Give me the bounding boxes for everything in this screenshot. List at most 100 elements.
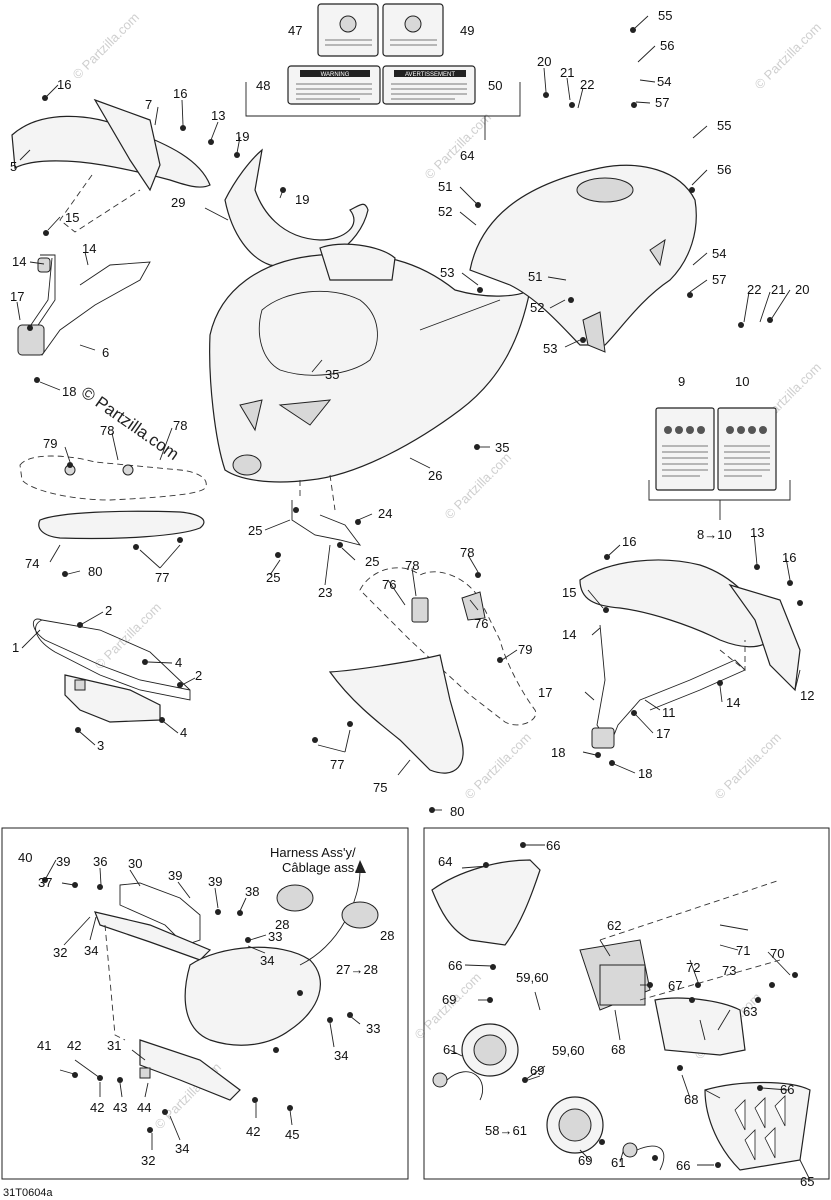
svg-text:14: 14 [12,254,26,269]
svg-text:49: 49 [460,23,474,38]
svg-text:© Partzilla.com: © Partzilla.com [92,600,165,673]
svg-text:69: 69 [530,1063,544,1078]
taillight-panel-box [423,827,830,1180]
svg-text:12: 12 [800,688,814,703]
svg-text:36: 36 [93,854,107,869]
svg-text:71: 71 [736,943,750,958]
svg-text:40: 40 [18,850,32,865]
svg-text:30: 30 [128,856,142,871]
svg-text:52: 52 [530,300,544,315]
svg-text:18: 18 [638,766,652,781]
fasteners [27,27,803,1168]
svg-text:70: 70 [770,946,784,961]
bracket-23 [291,474,362,546]
svg-text:22: 22 [747,282,761,297]
svg-text:78: 78 [173,418,187,433]
svg-text:37: 37 [38,875,52,890]
bracket-6 [17,254,151,356]
svg-text:© Partzilla.com: © Partzilla.com [712,730,785,803]
svg-text:15: 15 [65,210,79,225]
svg-text:11: 11 [662,705,676,720]
svg-text:10: 10 [735,374,749,389]
svg-text:13: 13 [211,108,225,123]
svg-text:4: 4 [180,725,187,740]
svg-text:14: 14 [82,241,96,256]
svg-text:18: 18 [62,384,76,399]
svg-text:14: 14 [726,695,740,710]
svg-text:79: 79 [43,436,57,451]
svg-text:53: 53 [543,341,557,356]
svg-text:19: 19 [235,129,249,144]
svg-text:55: 55 [658,8,672,23]
svg-text:50: 50 [488,78,502,93]
svg-text:22: 22 [580,77,594,92]
watermark-main: © Partzilla.com [78,383,183,464]
svg-text:77: 77 [330,757,344,772]
svg-text:6: 6 [102,345,109,360]
svg-text:© Partzilla.com: © Partzilla.com [70,10,143,83]
svg-text:AVERTISSEMENT: AVERTISSEMENT [405,72,455,78]
svg-text:© Partzilla.com: © Partzilla.com [752,20,825,93]
tank-cover [469,164,697,353]
svg-text:4: 4 [175,655,182,670]
front-fender-left [11,98,211,233]
bulbs [432,1071,665,1171]
decals-9-10 [648,407,791,520]
hood [209,148,531,483]
svg-text:77: 77 [155,570,169,585]
svg-text:42: 42 [67,1038,81,1053]
svg-text:41: 41 [37,1038,51,1053]
svg-text:78: 78 [460,545,474,560]
svg-text:1: 1 [12,640,19,655]
svg-text:26: 26 [428,468,442,483]
svg-text:55: 55 [717,118,731,133]
diagram-code: 31T0604a [3,1187,53,1199]
svg-text:28: 28 [275,917,289,932]
svg-text:68: 68 [684,1092,698,1107]
headlight-assembly [94,860,379,1101]
svg-text:5: 5 [10,159,17,174]
svg-text:48: 48 [256,78,270,93]
svg-text:56: 56 [717,162,731,177]
svg-text:20: 20 [795,282,809,297]
svg-text:54: 54 [657,74,671,89]
svg-text:33: 33 [268,929,282,944]
svg-text:17: 17 [538,685,552,700]
skid-plate-74 [19,455,207,540]
svg-text:54: 54 [712,246,726,261]
svg-text:34: 34 [260,953,274,968]
svg-text:61: 61 [611,1155,625,1170]
svg-text:16: 16 [782,550,796,565]
svg-text:44: 44 [137,1100,151,1115]
svg-text:24: 24 [378,506,392,521]
svg-text:32: 32 [141,1153,155,1168]
svg-text:76: 76 [474,616,488,631]
decals-group: WARNING AVERTISSEMENT [245,3,521,140]
headlight-panel-box [1,827,409,1180]
svg-text:65: 65 [800,1174,814,1189]
svg-text:© Partzilla.com: © Partzilla.com [442,450,515,523]
svg-text:38: 38 [245,884,259,899]
svg-text:29: 29 [171,195,185,210]
svg-text:25: 25 [266,570,280,585]
svg-text:52: 52 [438,204,452,219]
svg-text:78: 78 [100,423,114,438]
svg-text:17: 17 [10,289,24,304]
svg-text:57: 57 [655,95,669,110]
svg-text:33: 33 [366,1021,380,1036]
svg-text:17: 17 [656,726,670,741]
svg-text:53: 53 [440,265,454,280]
svg-text:Câblage ass.: Câblage ass. [282,860,358,875]
svg-text:7: 7 [145,97,152,112]
bracket-75 [328,567,537,774]
svg-text:42: 42 [90,1100,104,1115]
svg-text:66: 66 [448,958,462,973]
svg-text:2: 2 [195,668,202,683]
front-fender-right [579,559,801,749]
svg-text:63: 63 [743,1004,757,1019]
svg-text:16: 16 [173,86,187,101]
svg-text:69: 69 [578,1153,592,1168]
svg-text:66: 66 [676,1158,690,1173]
svg-text:16: 16 [57,77,71,92]
